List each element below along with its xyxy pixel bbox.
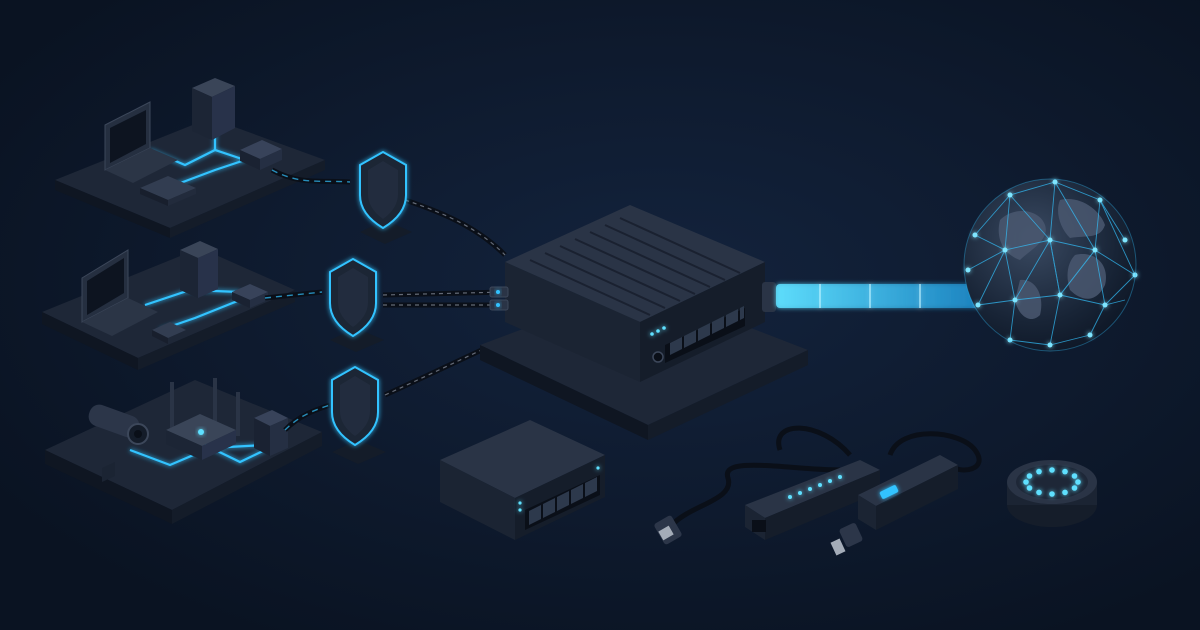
speaker-led [1062, 468, 1068, 475]
desktop-monitor-icon [140, 176, 196, 206]
speaker-led [1075, 479, 1081, 485]
device-platform-2 [42, 241, 295, 370]
shield-icon [331, 365, 386, 464]
shield-icon [329, 257, 384, 352]
speaker-led [1023, 479, 1029, 485]
speaker-led [1026, 485, 1033, 491]
desktop-monitor-icon [152, 322, 186, 344]
network-switch-icon [440, 420, 605, 540]
speaker-led-ring [1023, 467, 1081, 497]
laptop-icon [104, 101, 178, 183]
status-leds [650, 326, 666, 336]
laptop-icon [81, 249, 158, 336]
ethernet-port [752, 520, 766, 532]
globe-icon [963, 178, 1138, 352]
cable-tester-icon [654, 425, 982, 556]
speaker-led [1071, 485, 1078, 491]
heatsink-fins [529, 217, 741, 316]
status-leds [518, 466, 600, 512]
speaker-led [1049, 467, 1055, 473]
status-leds [788, 475, 842, 499]
router-icon [166, 378, 240, 460]
speaker-led [1026, 473, 1033, 479]
router-icon [232, 284, 268, 308]
speaker-led [1036, 489, 1042, 496]
continents [998, 199, 1106, 320]
device-platform-3 [45, 378, 322, 524]
ethernet-port-row [525, 475, 600, 530]
speaker-led [1071, 473, 1078, 479]
mesh-nodes [965, 179, 1138, 348]
uplink-connector [762, 282, 776, 312]
router-icon [254, 410, 288, 456]
main-router [480, 205, 808, 440]
speaker-led [1036, 468, 1042, 475]
server-tower-icon [192, 78, 235, 140]
device-platform-1 [55, 78, 325, 238]
speaker-led [1062, 489, 1068, 496]
router-icon [240, 140, 282, 170]
ethernet-port-row [665, 306, 745, 363]
security-camera-icon [88, 404, 149, 482]
ethernet-plug-icon [830, 523, 863, 556]
uplink-beam [776, 284, 978, 308]
power-button [652, 351, 664, 363]
speaker-led [1049, 491, 1055, 497]
ethernet-plug-icon [654, 515, 682, 545]
server-tower-icon [180, 241, 218, 298]
smart-speaker-icon [1007, 460, 1097, 527]
shield-icon [359, 150, 412, 244]
